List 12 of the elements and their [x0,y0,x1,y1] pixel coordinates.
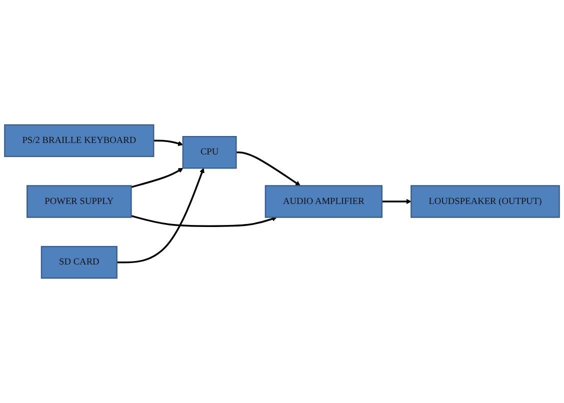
node-box: POWER SUPPLY [26,185,132,218]
node-box: LOUDSPEAKER (OUTPUT) [410,185,560,218]
arrow [382,198,412,204]
arrow [154,140,184,146]
arrow [236,152,300,186]
node-box: PS/2 BRAILLE KEYBOARD [4,124,154,158]
arrow [116,168,204,264]
node-box: AUDIO AMPLIFIER [264,185,382,218]
node-box: CPU [182,136,237,169]
arrow [130,215,278,227]
arrow [130,168,184,188]
node-box: SD CARD [40,246,118,279]
